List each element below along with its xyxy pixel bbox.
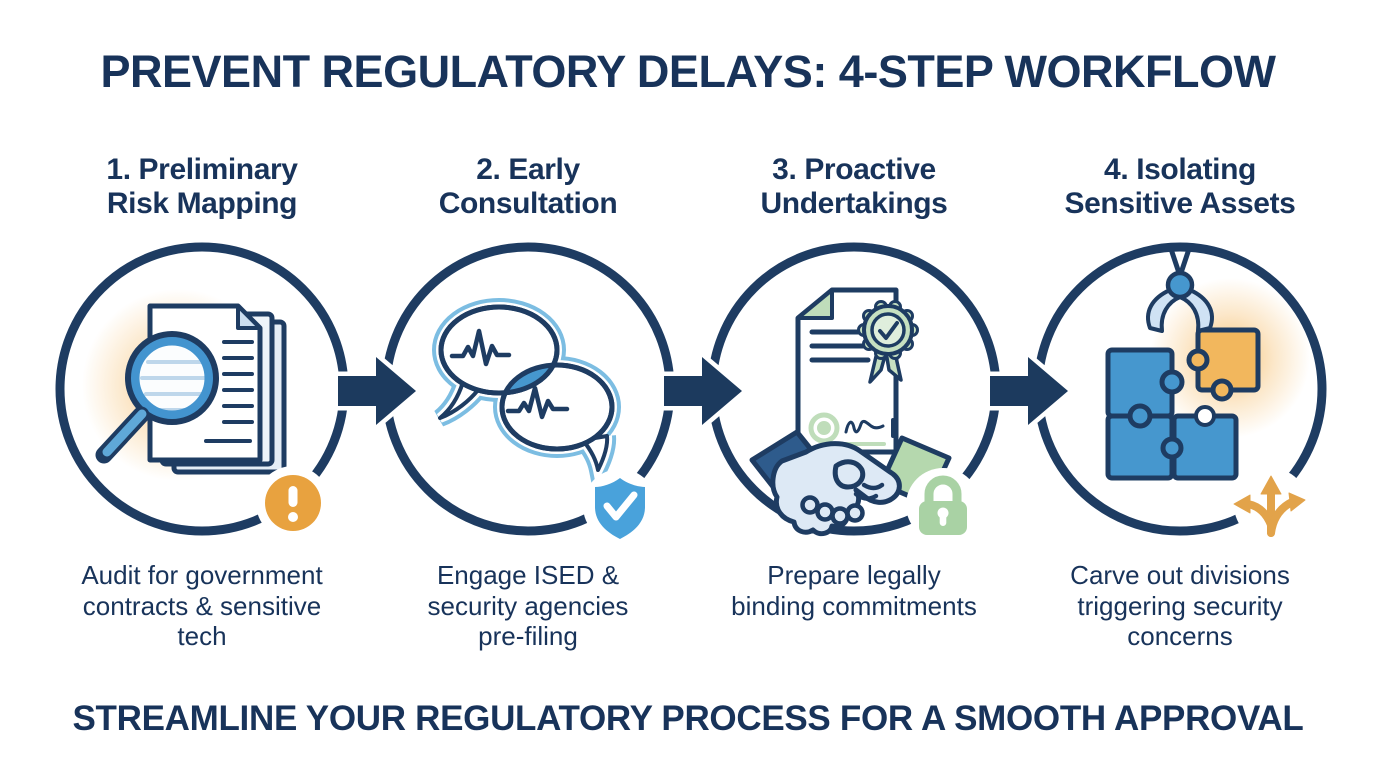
puzzle-pieces-blue (1105, 347, 1239, 481)
step-3-heading: 3. Proactive Undertakings (760, 153, 948, 220)
certificate-icon (795, 287, 919, 455)
lock-badge-icon (919, 475, 967, 535)
branch-arrows-badge-icon (1233, 475, 1306, 537)
speech-bubbles-waveform-icon (432, 298, 621, 498)
step-1-caption: Audit for government contracts & sensiti… (81, 560, 323, 652)
rosette-ribbon-icon (857, 300, 919, 384)
step-4-caption: Carve out divisions triggering security … (1070, 560, 1290, 652)
puzzle-crane-icon (1105, 243, 1310, 481)
waveform-lines (449, 328, 570, 420)
document-text-lines (204, 340, 254, 443)
magnifier-icon (95, 331, 219, 464)
bubble-tail (438, 380, 480, 420)
step-3-caption: Prepare legally binding commitments (731, 560, 977, 621)
step-2-caption: Engage ISED & security agencies pre-fili… (427, 560, 629, 652)
footer-tagline: STREAMLINE YOUR REGULATORY PROCESS FOR A… (72, 699, 1304, 738)
handshake-certificate-icon (749, 287, 952, 537)
step-2-heading: 2. Early Consultation (438, 153, 618, 220)
handshake-icon (749, 429, 952, 537)
step-4-heading: 4. Isolating Sensitive Assets (1064, 153, 1296, 220)
workflow-arrows (333, 352, 1073, 430)
exclamation-badge-icon (265, 475, 321, 531)
magnifier-documents-icon (82, 289, 287, 481)
shield-check-badge-icon (595, 478, 645, 539)
puzzle-piece-orange (1186, 327, 1261, 402)
page-title: PREVENT REGULATORY DELAYS: 4-STEP WORKFL… (100, 46, 1276, 97)
arrow-right-icon (333, 352, 421, 430)
bubble-tail (581, 434, 610, 472)
crane-claw-icon (1146, 243, 1214, 333)
step-1-heading: 1. Preliminary Risk Mapping (106, 153, 298, 220)
arrow-right-icon (985, 352, 1073, 430)
arrow-right-icon (659, 352, 747, 430)
